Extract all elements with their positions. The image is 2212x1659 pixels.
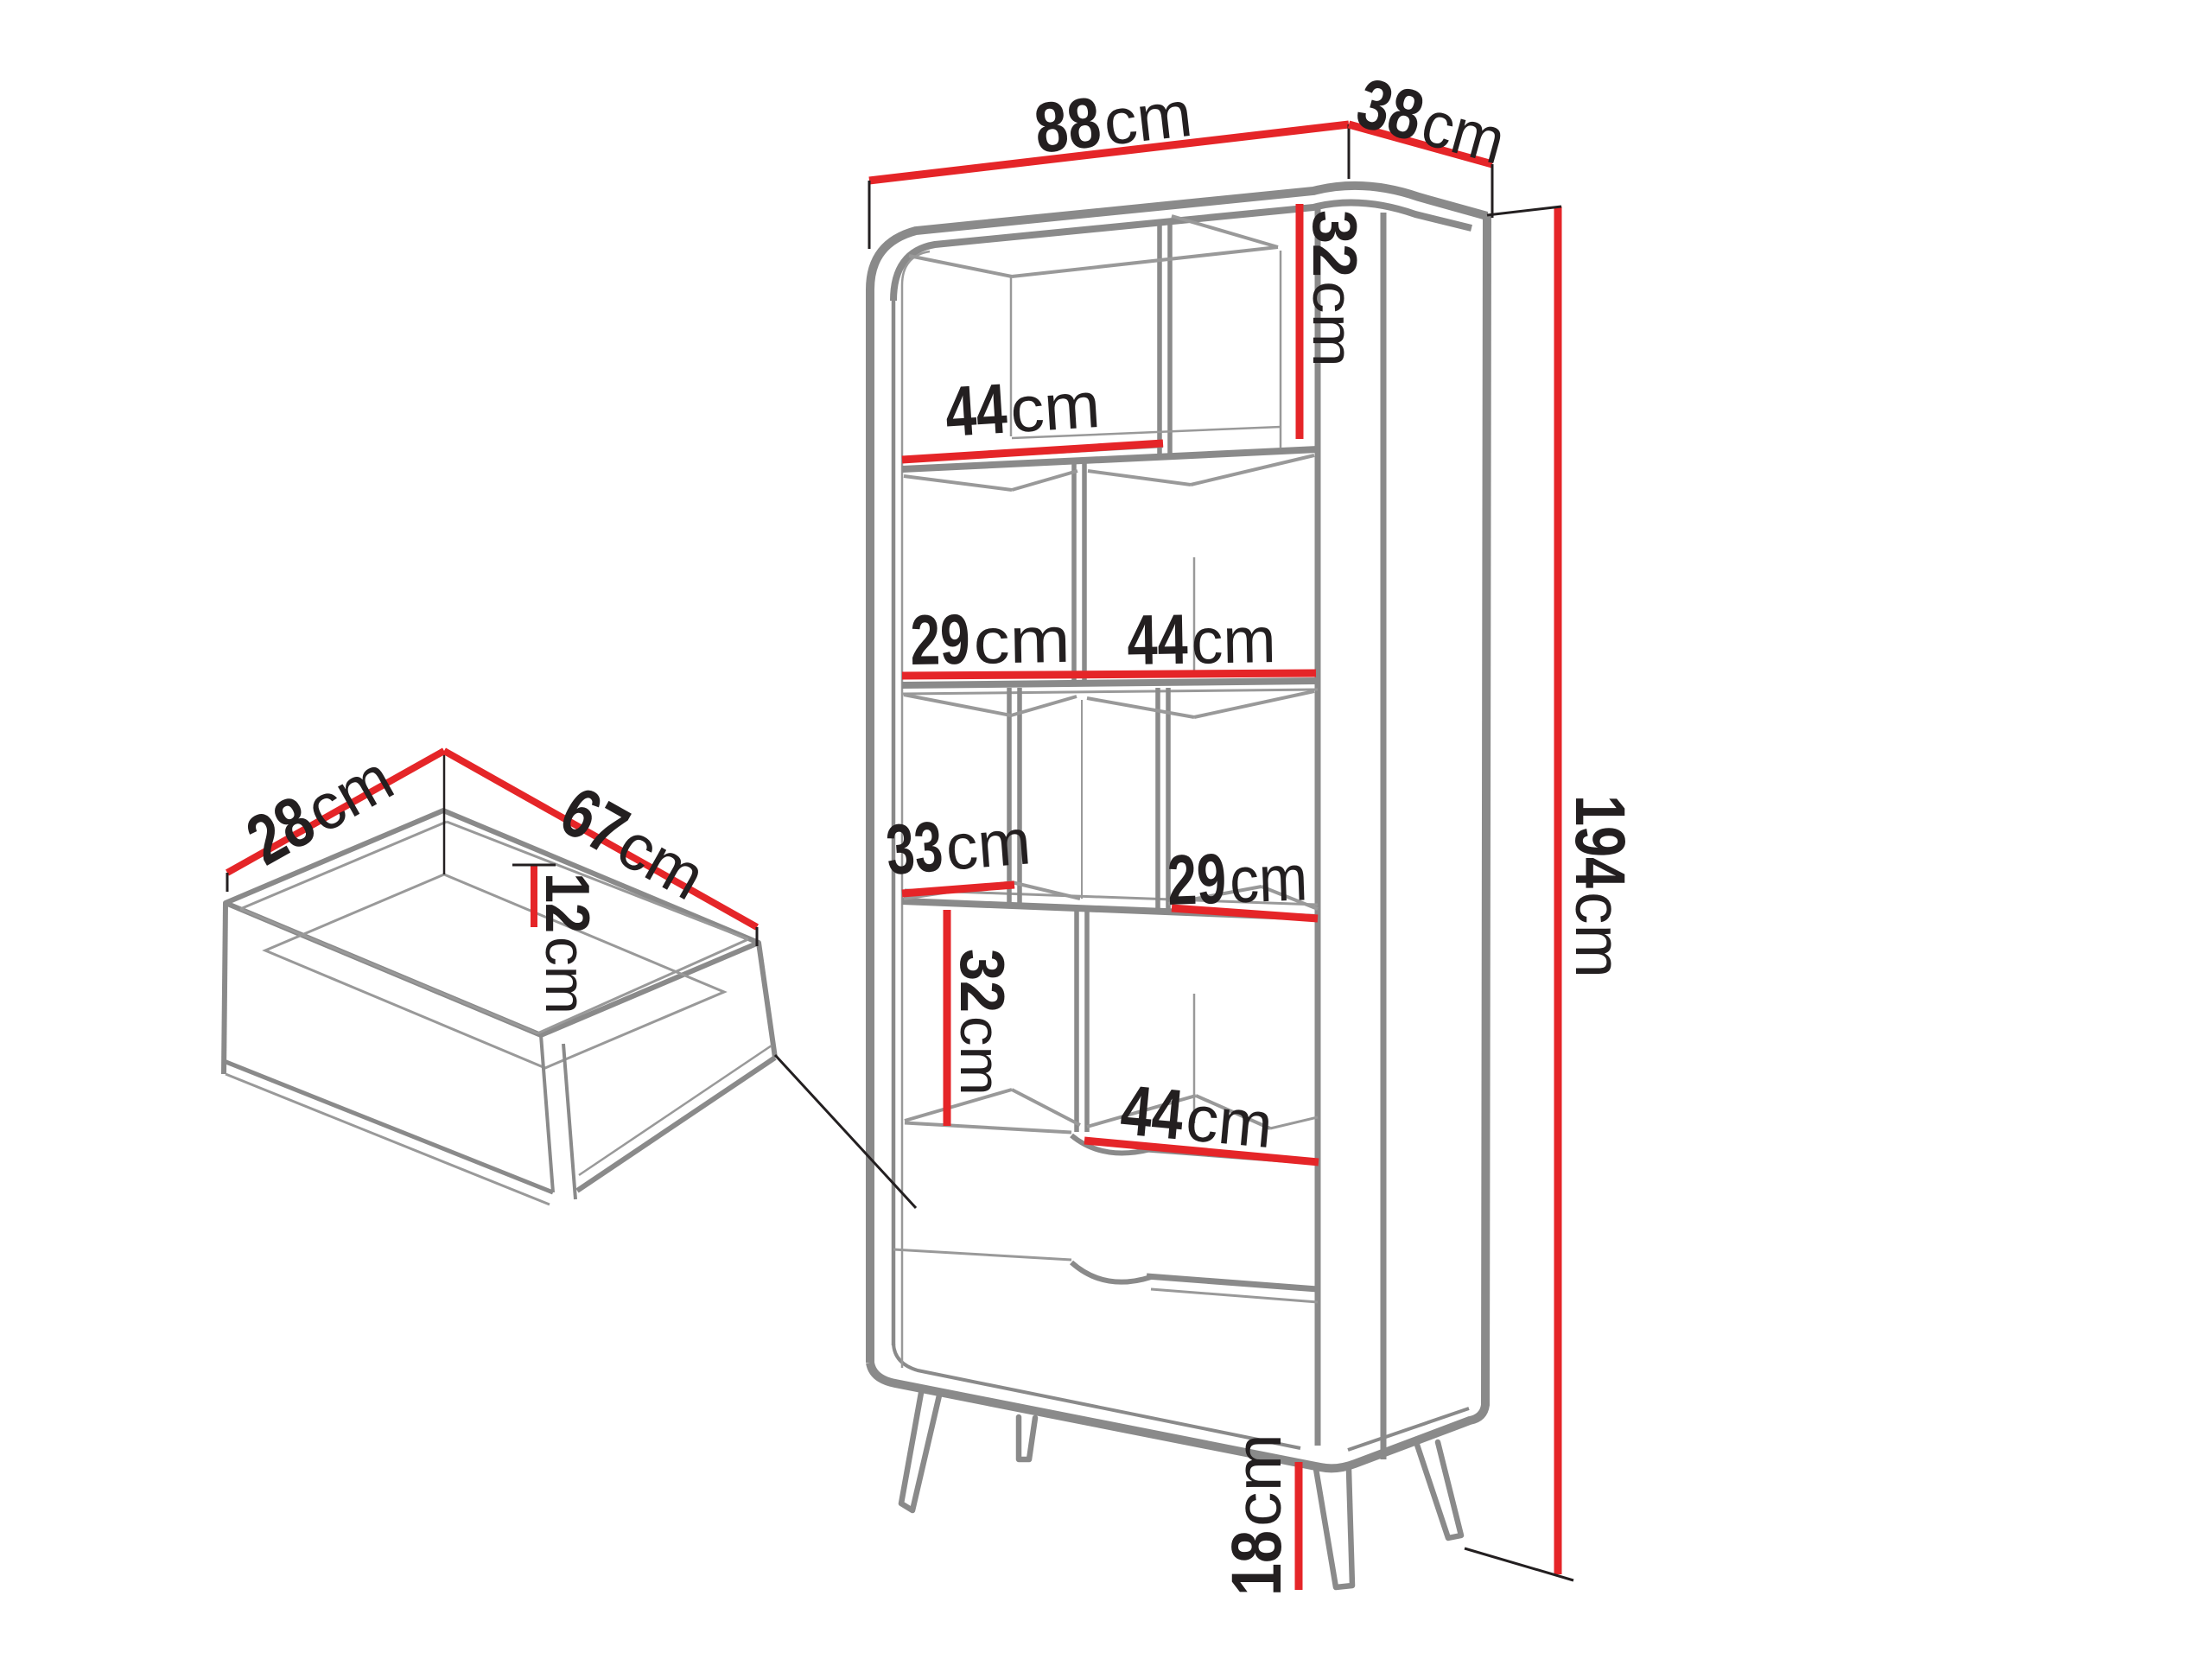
svg-text:88cm: 88cm [1031, 73, 1196, 168]
svg-text:18cm: 18cm [1217, 1433, 1296, 1596]
svg-text:44cm: 44cm [943, 364, 1102, 452]
svg-text:29cm: 29cm [1166, 836, 1308, 920]
svg-text:194cm: 194cm [1560, 795, 1639, 978]
svg-text:33cm: 33cm [883, 800, 1033, 890]
svg-text:28cm: 28cm [234, 737, 405, 880]
svg-text:44cm: 44cm [1127, 599, 1277, 680]
svg-text:44cm: 44cm [1117, 1071, 1276, 1163]
svg-text:32cm: 32cm [947, 949, 1016, 1096]
svg-text:38cm: 38cm [1349, 64, 1514, 180]
svg-text:32cm: 32cm [1300, 210, 1369, 367]
svg-text:29cm: 29cm [910, 599, 1071, 680]
svg-text:12cm: 12cm [532, 873, 601, 1014]
